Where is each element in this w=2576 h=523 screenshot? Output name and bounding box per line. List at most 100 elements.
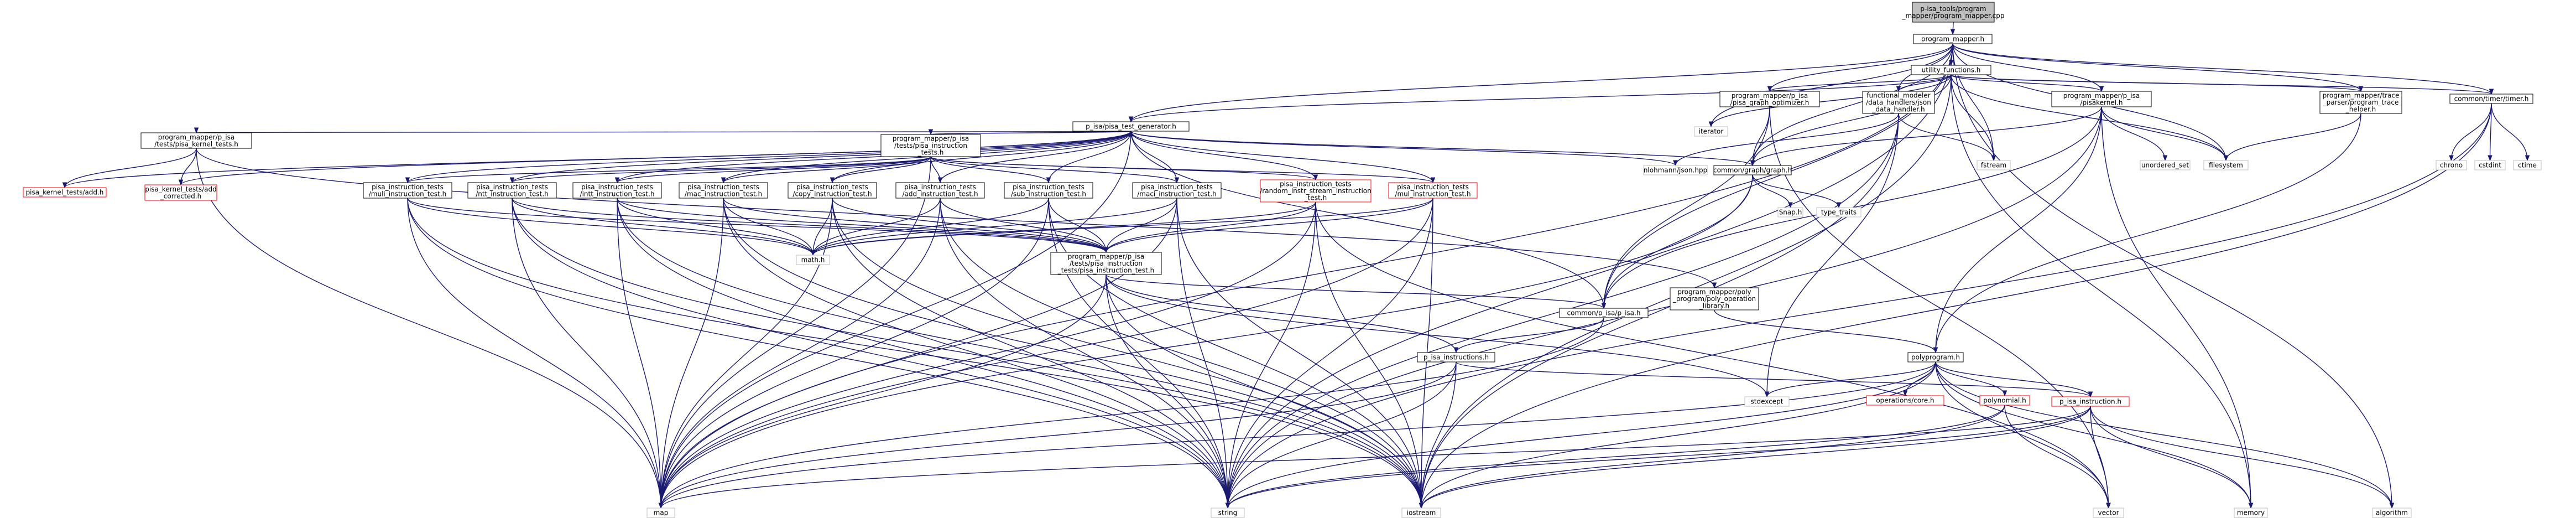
edge-pit-to-muli	[407, 156, 931, 183]
edge-cpisa-to-map	[660, 317, 1604, 509]
node-intt[interactable]: pisa_instruction_tests/intt_instruction_…	[572, 182, 662, 199]
node-pkt[interactable]: program_mapper/p_isa/tests/pisa_kernel_t…	[140, 132, 252, 149]
edge-intt-to-string	[617, 198, 1228, 509]
node-mul[interactable]: pisa_instruction_tests/mul_instruction_t…	[1388, 182, 1478, 199]
graph-nodes: p-isa_tools/program_mapper/program_mappe…	[23, 2, 2542, 518]
node-box	[2051, 91, 2152, 107]
arrowhead-polyprogram-to-pinstruction	[2088, 391, 2093, 398]
node-copy[interactable]: pisa_instruction_tests/copy_instruction_…	[788, 182, 877, 199]
edge-intt-to-iostream	[617, 198, 1422, 509]
edge-maci-to-math	[812, 198, 1177, 256]
node-box	[1979, 395, 2030, 406]
edge-sub-to-string	[1048, 198, 1228, 509]
edge-fm-to-stdexcept	[1766, 113, 1899, 397]
node-label: unordered_set	[2141, 162, 2189, 169]
node-pkaddc[interactable]: pisa_kernel_tests/add_corrected.h	[144, 184, 217, 201]
node-nlohmann: nlohmann/json.hpp	[1643, 165, 1708, 175]
node-label: nlohmann/json.hpp	[1644, 167, 1707, 174]
node-box	[1777, 207, 1803, 218]
node-uf[interactable]: utility_functions.h	[1911, 65, 1991, 75]
node-polyprogram[interactable]: polyprogram.h	[1907, 352, 1964, 363]
edge-pinstr-to-iostream	[1421, 361, 1457, 509]
edge-pk-to-memory	[2101, 106, 2251, 509]
edge-uf-to-graph	[1752, 74, 1952, 166]
graph-edges	[62, 22, 2530, 509]
node-pm[interactable]: program_mapper.h	[1913, 34, 1993, 44]
node-label: _tests/pisa_instruction_test.h	[1057, 267, 1154, 275]
node-pit[interactable]: program_mapper/p_isa/tests/pisa_instruct…	[880, 134, 981, 157]
edge-ptg-to-cpisa	[1130, 131, 1604, 309]
node-box	[1004, 182, 1093, 199]
edge-mac-to-math	[723, 198, 814, 256]
edge-muli-to-ptg	[407, 131, 1131, 183]
node-label: _tests.h	[917, 149, 944, 157]
edge-uf-to-memory	[1951, 74, 2251, 509]
node-label: operations/core.h	[1876, 397, 1934, 405]
node-label: program_mapper/p_isa	[1732, 92, 1808, 100]
node-maci[interactable]: pisa_instruction_tests/maci_instruction_…	[1132, 182, 1222, 199]
arrowhead-pkt-to-pkaddc	[178, 179, 184, 186]
edge-pinstr-to-string	[1227, 361, 1457, 509]
node-muli[interactable]: pisa_instruction_tests/muli_instruction_…	[363, 182, 452, 199]
node-pitest[interactable]: program_mapper/p_isa/tests/pisa_instruct…	[1050, 252, 1162, 275]
node-box	[1260, 179, 1372, 203]
node-label: /mul_instruction_test.h	[1395, 190, 1470, 198]
node-fm[interactable]: functional_modeler/data_handlers/json_da…	[1862, 91, 1935, 114]
edge-ptg-to-pkt	[196, 131, 1131, 133]
node-cpisa[interactable]: common/p_isa/p_isa.h	[1559, 308, 1649, 318]
edge-rand-to-math	[812, 201, 1316, 256]
node-box	[1401, 508, 1441, 518]
node-add[interactable]: pisa_instruction_tests/add_instruction_t…	[895, 182, 985, 199]
edge-maci-to-iostream	[1176, 198, 1422, 509]
node-sub[interactable]: pisa_instruction_tests/sub_instruction_t…	[1004, 182, 1093, 199]
node-box	[1907, 352, 1964, 363]
node-pinstruction[interactable]: p_isa_instruction.h	[2051, 396, 2130, 407]
node-opcore[interactable]: operations/core.h	[1866, 395, 1944, 406]
node-box	[796, 255, 830, 265]
node-poly[interactable]: program_mapper/poly_program/poly_operati…	[1670, 287, 1759, 310]
node-box	[363, 182, 452, 199]
edge-uf-to-timer	[1951, 74, 2492, 95]
node-ntt[interactable]: pisa_instruction_tests/ntt_instruction_t…	[467, 182, 557, 199]
node-label: _test.h	[1304, 194, 1327, 202]
node-rand[interactable]: pisa_instruction_tests/random_instr_stre…	[1260, 179, 1372, 203]
node-label: program_mapper.h	[1921, 35, 1984, 43]
node-map: map	[646, 508, 675, 518]
arrowhead-fm-to-nlohmann	[1673, 160, 1678, 167]
node-trace[interactable]: program_mapper/trace_parser/program_trac…	[2319, 91, 2402, 114]
node-graph[interactable]: common/graph/graph.h	[1713, 165, 1792, 175]
node-mac[interactable]: pisa_instruction_tests/mac_instruction_t…	[679, 182, 768, 199]
node-stdexcept: stdexcept	[1744, 396, 1790, 407]
arrowhead-pk-to-graph	[1750, 160, 1755, 167]
node-label: cstdint	[2479, 162, 2501, 169]
node-label: _corrected.h	[160, 192, 201, 200]
arrowhead-uf-to-fm	[1896, 86, 1901, 92]
node-pkadd[interactable]: pisa_kernel_tests/add.h	[23, 187, 107, 198]
node-ptg[interactable]: p_isa/pisa_test_generator.h	[1072, 121, 1190, 132]
node-label: algorithm	[2376, 509, 2408, 517]
node-pk[interactable]: program_mapper/p_isa/pisakernel.h	[2051, 91, 2152, 107]
node-box	[1643, 165, 1708, 175]
edge-pinstr-to-pinstruction	[1456, 361, 2091, 397]
edge-rand-to-ptg	[1130, 131, 1316, 180]
arrowhead-graph-to-type_traits	[1836, 202, 1842, 209]
edge-sub-to-pitest	[1048, 198, 1107, 253]
node-box	[1050, 252, 1162, 275]
node-label: map	[654, 509, 669, 517]
node-label: /sub_instruction_test.h	[1011, 190, 1086, 198]
node-timer[interactable]: common/timer/timer.h	[2449, 94, 2533, 104]
edge-uf-to-fstream	[1951, 74, 1994, 161]
node-polynomial[interactable]: polynomial.h	[1979, 395, 2030, 406]
node-pgo[interactable]: program_mapper/p_isa/pisa_graph_optimize…	[1719, 91, 1820, 107]
edge-pit-to-intt	[617, 156, 931, 183]
edge-timer-to-iostream	[1421, 103, 2492, 509]
node-pinstr[interactable]: p_isa_instructions.h	[1417, 352, 1495, 363]
arrowhead-pkt-to-poly	[1712, 282, 1717, 289]
edge-pit-to-mul	[930, 156, 1433, 183]
edge-ntt-to-map	[512, 198, 661, 509]
node-box	[2372, 508, 2412, 518]
node-root[interactable]: p-isa_tools/program_mapper/program_mappe…	[1902, 2, 2005, 23]
node-label: pisa_instruction_tests	[1280, 180, 1352, 188]
node-box	[2449, 94, 2533, 104]
node-label: /ntt_instruction_test.h	[476, 190, 549, 198]
